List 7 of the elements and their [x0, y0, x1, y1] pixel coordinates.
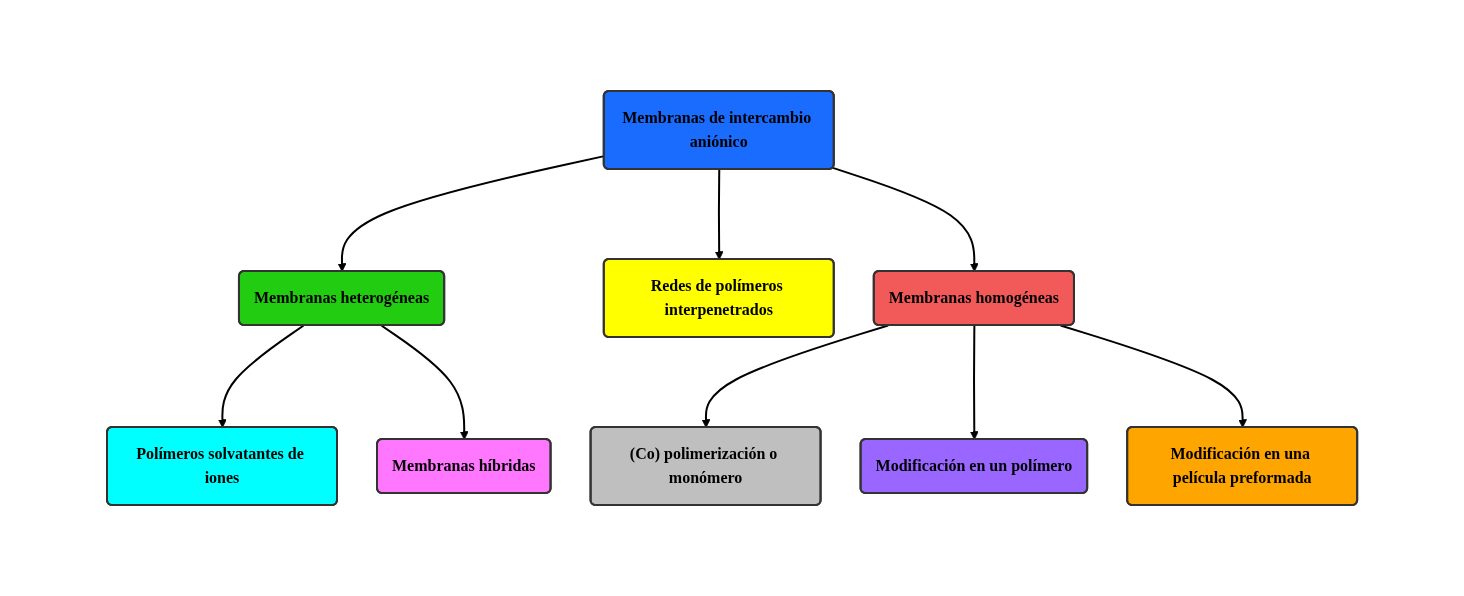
arrow [380, 324, 469, 440]
arrow [701, 324, 890, 428]
arrow [217, 324, 305, 428]
arrow [969, 324, 979, 440]
arrow [1059, 324, 1247, 428]
arrow [831, 166, 979, 272]
arrow [714, 168, 724, 260]
